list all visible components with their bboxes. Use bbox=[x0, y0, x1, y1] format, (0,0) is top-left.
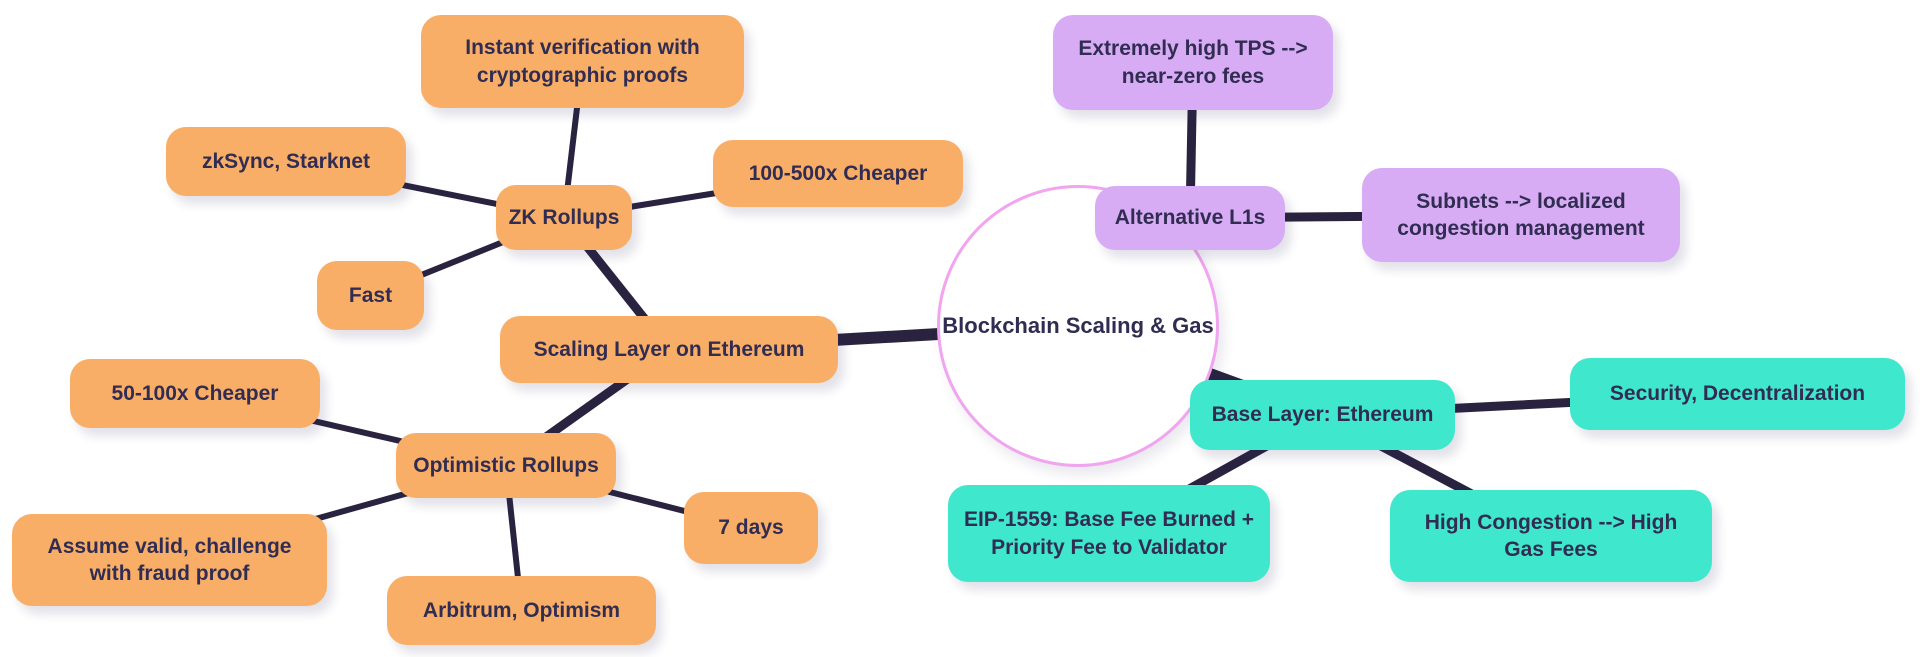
node-security[interactable]: Security, Decentralization bbox=[1570, 358, 1905, 430]
node-days7[interactable]: 7 days bbox=[684, 492, 818, 564]
node-label: Fast bbox=[348, 283, 393, 307]
node-label: Arbitrum, Optimism bbox=[422, 598, 621, 622]
node-tps[interactable]: Extremely high TPS --> near-zero fees bbox=[1053, 15, 1333, 110]
node-eip[interactable]: EIP-1559: Base Fee Burned + Priority Fee… bbox=[948, 485, 1270, 582]
node-zksync[interactable]: zkSync, Starknet bbox=[166, 127, 406, 196]
node-opt[interactable]: Optimistic Rollups bbox=[396, 433, 616, 498]
node-label: Subnets --> localized congestion managem… bbox=[1397, 189, 1645, 240]
node-label: Optimistic Rollups bbox=[413, 453, 599, 477]
node-c100500[interactable]: 100-500x Cheaper bbox=[713, 140, 963, 207]
node-assume[interactable]: Assume valid, challenge with fraud proof bbox=[12, 514, 327, 606]
node-label: Base Layer: Ethereum bbox=[1211, 403, 1434, 427]
node-instant[interactable]: Instant verification with cryptographic … bbox=[421, 15, 744, 108]
node-label: Alternative L1s bbox=[1114, 206, 1266, 230]
node-c50100[interactable]: 50-100x Cheaper bbox=[70, 359, 320, 428]
node-highcong[interactable]: High Congestion --> High Gas Fees bbox=[1390, 490, 1712, 582]
node-label: Scaling Layer on Ethereum bbox=[533, 337, 805, 361]
node-label: 100-500x Cheaper bbox=[748, 161, 928, 185]
node-label: High Congestion --> High Gas Fees bbox=[1424, 510, 1678, 561]
node-arb[interactable]: Arbitrum, Optimism bbox=[387, 576, 656, 645]
node-scaling[interactable]: Scaling Layer on Ethereum bbox=[500, 316, 838, 383]
node-label: ZK Rollups bbox=[508, 205, 620, 229]
node-fast[interactable]: Fast bbox=[317, 261, 424, 330]
node-label: Assume valid, challenge with fraud proof bbox=[47, 534, 292, 585]
node-label: Security, Decentralization bbox=[1609, 382, 1866, 406]
node-label: Extremely high TPS --> near-zero fees bbox=[1078, 37, 1308, 88]
node-label: Instant verification with cryptographic … bbox=[465, 36, 700, 87]
node-altl1[interactable]: Alternative L1s bbox=[1095, 186, 1285, 250]
node-label: EIP-1559: Base Fee Burned + Priority Fee… bbox=[963, 508, 1255, 559]
node-label: zkSync, Starknet bbox=[201, 149, 371, 173]
node-label: 7 days bbox=[718, 516, 784, 540]
node-base[interactable]: Base Layer: Ethereum bbox=[1190, 380, 1455, 450]
node-zk[interactable]: ZK Rollups bbox=[496, 185, 632, 250]
node-label: 50-100x Cheaper bbox=[111, 381, 279, 405]
node-subnets[interactable]: Subnets --> localized congestion managem… bbox=[1362, 168, 1680, 262]
